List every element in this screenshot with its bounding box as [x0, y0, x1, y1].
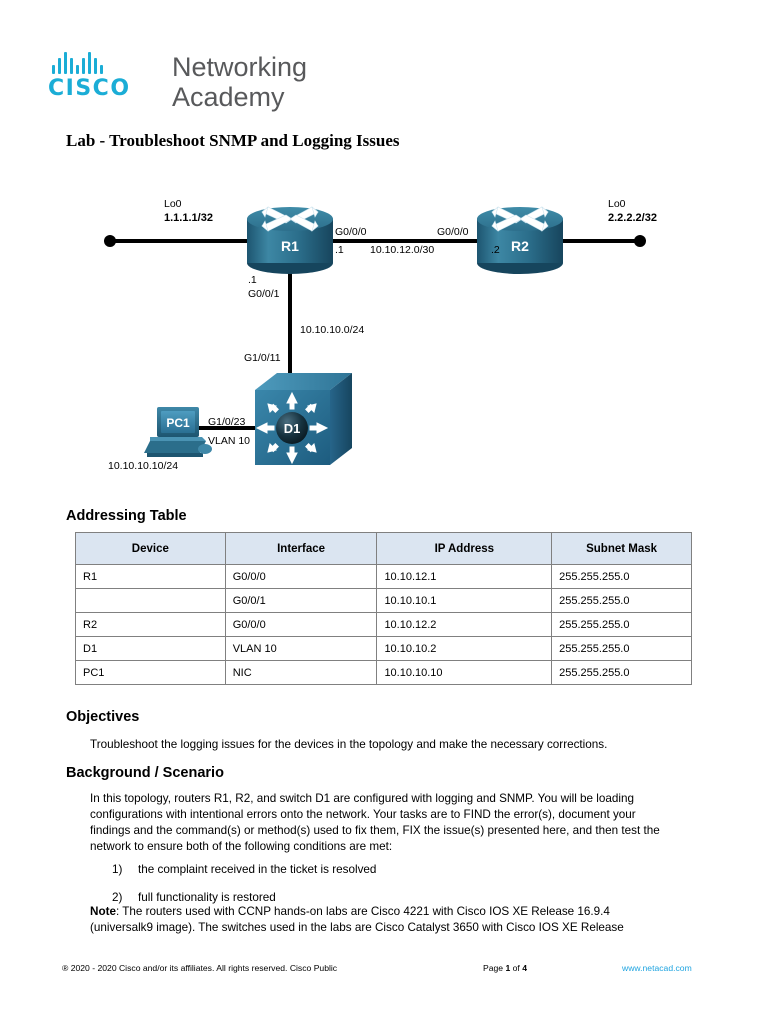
objectives-text: Troubleshoot the logging issues for the …: [90, 738, 608, 751]
cell-device: R1: [75, 564, 226, 589]
label-pc1-addr: 10.10.10.10/24: [108, 460, 178, 472]
svg-text:R2: R2: [511, 238, 529, 254]
note-paragraph: Note: The routers used with CCNP hands-o…: [90, 904, 675, 936]
addressing-table: Device Interface IP Address Subnet Mask …: [75, 532, 692, 685]
cell-ip: 10.10.10.1: [376, 588, 553, 613]
note-label: Note: [90, 905, 116, 918]
router-r2-icon: R2: [477, 206, 563, 274]
cell-mask: 255.255.255.0: [551, 588, 692, 613]
cisco-networking-academy-logo: CISCO Networking Academy: [48, 52, 307, 112]
netacad-link[interactable]: www.netacad.com: [622, 963, 692, 973]
label-r2-g000-host: .2: [491, 244, 500, 256]
cell-interface: VLAN 10: [224, 636, 378, 661]
cell-ip: 10.10.12.2: [376, 612, 553, 637]
cell-device: R2: [75, 612, 226, 637]
svg-text:R1: R1: [281, 238, 299, 254]
label-pc1-vlan: VLAN 10: [208, 435, 250, 447]
page-total: 4: [522, 963, 527, 973]
brand-line-1: Networking: [172, 52, 308, 82]
cell-mask: 255.255.255.0: [551, 564, 692, 589]
label-r2-lo0-addr: 2.2.2.2/32: [608, 212, 657, 224]
label-d1-g1011-int: G1/0/11: [244, 352, 281, 364]
cell-ip: 10.10.10.10: [376, 660, 553, 685]
table-row: PC1 NIC 10.10.10.10 255.255.255.0: [75, 660, 692, 685]
page-footer: ® 2020 - 2020 Cisco and/or its affiliate…: [0, 963, 768, 983]
table-header-subnet-mask: Subnet Mask: [551, 532, 692, 565]
objectives-heading: Objectives: [66, 709, 140, 725]
cell-device: D1: [75, 636, 226, 661]
cell-interface: G0/0/0: [224, 612, 378, 637]
cell-device: [75, 588, 226, 613]
footer-page-number: Page 1 of 4: [483, 963, 527, 973]
background-paragraph: In this topology, routers R1, R2, and sw…: [90, 792, 660, 854]
cisco-logo: CISCO: [48, 52, 166, 100]
cell-mask: 255.255.255.0: [551, 660, 692, 685]
switch-d1-icon: D1: [255, 373, 352, 465]
table-header-interface: Interface: [224, 532, 378, 565]
networking-academy-wordmark: Networking Academy: [172, 52, 307, 112]
footer-copyright: ® 2020 - 2020 Cisco and/or its affiliate…: [62, 963, 338, 973]
brand-line-2: Academy: [172, 82, 285, 113]
background-scenario-heading: Background / Scenario: [66, 765, 224, 781]
table-row: R1 G0/0/0 10.10.12.1 255.255.255.0: [75, 564, 692, 589]
list-item-text: full functionality is restored: [138, 890, 276, 904]
table-header-device: Device: [75, 532, 226, 565]
cell-mask: 255.255.255.0: [551, 612, 692, 637]
label-r2-lo0-name: Lo0: [608, 198, 626, 210]
page-title: Lab - Troubleshoot SNMP and Logging Issu…: [66, 131, 400, 150]
cisco-wordmark: CISCO: [48, 76, 131, 101]
list-item: 2) full functionality is restored: [112, 890, 672, 906]
list-item: 1) the complaint received in the ticket …: [112, 862, 672, 878]
cell-interface: G0/0/0: [224, 564, 378, 589]
cell-interface: G0/0/1: [224, 588, 378, 613]
label-r1-g000-int: G0/0/0: [335, 226, 367, 238]
cell-device: PC1: [75, 660, 226, 685]
cell-ip: 10.10.12.1: [376, 564, 553, 589]
label-r1-lo0-addr: 1.1.1.1/32: [164, 212, 213, 224]
svg-text:D1: D1: [284, 421, 301, 436]
list-item-number: 1): [112, 863, 123, 876]
pc1-icon: PC1: [144, 407, 212, 457]
cisco-bars-icon: [52, 52, 103, 74]
list-item-number: 2): [112, 890, 123, 904]
label-d1-g1023-int: G1/0/23: [208, 416, 246, 428]
network-topology-diagram: R1 R2: [0, 185, 768, 495]
note-text: : The routers used with CCNP hands-on la…: [90, 905, 624, 935]
label-r2-g000-int: G0/0/0: [437, 226, 469, 238]
table-header-row: Device Interface IP Address Subnet Mask: [75, 532, 692, 565]
label-link-r1-d1-net: 10.10.10.0/24: [300, 324, 364, 336]
conditions-list: 1) the complaint received in the ticket …: [112, 862, 672, 918]
addressing-table-heading: Addressing Table: [66, 508, 187, 524]
router-r1-icon: R1: [247, 206, 333, 274]
page-mid: of: [510, 963, 523, 973]
label-link-r1-r2-net: 10.10.12.0/30: [370, 244, 434, 256]
table-row: D1 VLAN 10 10.10.10.2 255.255.255.0: [75, 636, 692, 661]
label-r1-g001-host: .1: [248, 274, 257, 286]
label-r1-g000-host: .1: [335, 244, 344, 256]
page-prefix: Page: [483, 963, 506, 973]
cell-mask: 255.255.255.0: [551, 636, 692, 661]
cell-ip: 10.10.10.2: [376, 636, 553, 661]
table-header-ip-address: IP Address: [376, 532, 553, 565]
label-r1-lo0-name: Lo0: [164, 198, 182, 210]
table-row: R2 G0/0/0 10.10.12.2 255.255.255.0: [75, 612, 692, 637]
list-item-text: the complaint received in the ticket is …: [138, 863, 377, 876]
page-current: 1: [505, 963, 511, 973]
label-r1-g001-int: G0/0/1: [248, 288, 280, 300]
cell-interface: NIC: [224, 660, 378, 685]
svg-text:PC1: PC1: [166, 416, 190, 430]
table-row: G0/0/1 10.10.10.1 255.255.255.0: [75, 588, 692, 613]
